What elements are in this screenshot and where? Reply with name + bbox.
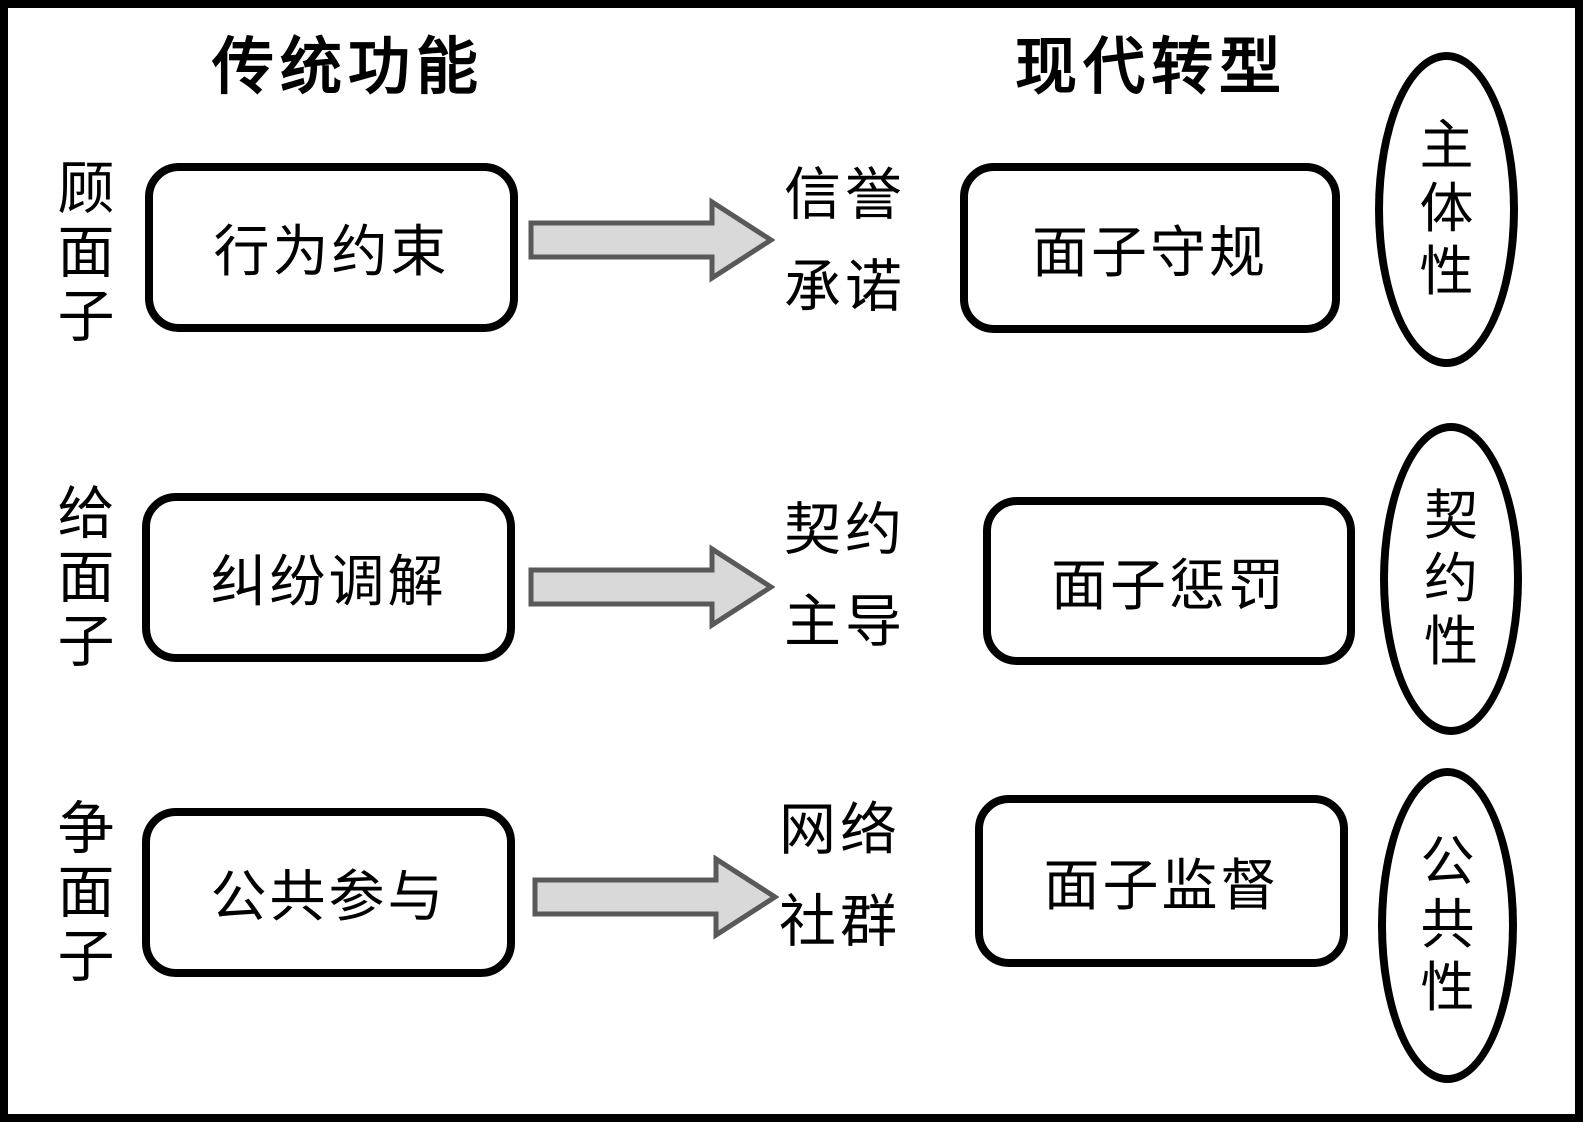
row3-target-box-label: 面子监督 bbox=[1043, 855, 1280, 918]
row1-mid-label-line1: 信誉 bbox=[784, 164, 906, 227]
row1-side-label: 顾面子 bbox=[57, 158, 115, 349]
row2-arrow-right-icon bbox=[528, 544, 775, 630]
row1-target-box-label: 面子守规 bbox=[1032, 222, 1268, 285]
row1-source-box: 行为约束 bbox=[145, 163, 518, 332]
row3-mid-label-line2: 社群 bbox=[779, 891, 901, 954]
row2-mid-label-line1: 契约 bbox=[784, 499, 906, 562]
row1-ellipse-label: 主体性 bbox=[1419, 116, 1474, 302]
row2-source-box-label: 纠纷调解 bbox=[210, 552, 447, 614]
column-header-traditional: 传统功能 bbox=[211, 33, 484, 102]
row3-mid-label-line1: 网络 bbox=[779, 799, 901, 862]
row3-source-box-label: 公共参与 bbox=[210, 867, 447, 929]
row1-mid-label-line2: 承诺 bbox=[784, 256, 906, 319]
row2-target-box: 面子惩罚 bbox=[983, 497, 1355, 665]
row3-side-label: 争面子 bbox=[57, 798, 115, 989]
row2-source-box: 纠纷调解 bbox=[142, 493, 515, 662]
row3-ellipse-badge: 公共性 bbox=[1378, 768, 1517, 1083]
row3-arrow-right-icon bbox=[532, 854, 779, 940]
row2-target-box-label: 面子惩罚 bbox=[1051, 555, 1287, 618]
row3-source-box: 公共参与 bbox=[142, 808, 515, 977]
row2-ellipse-badge: 契约性 bbox=[1380, 423, 1522, 735]
row1-ellipse-badge: 主体性 bbox=[1375, 52, 1518, 367]
row3-target-box: 面子监督 bbox=[975, 795, 1348, 967]
row2-side-label: 给面子 bbox=[57, 483, 115, 674]
row2-ellipse-label: 契约性 bbox=[1424, 485, 1478, 672]
row1-source-box-label: 行为约束 bbox=[213, 222, 450, 284]
row1-target-box: 面子守规 bbox=[960, 163, 1340, 333]
row2-mid-label-line2: 主导 bbox=[784, 591, 906, 654]
row3-ellipse-label: 公共性 bbox=[1420, 832, 1475, 1018]
column-header-modern: 现代转型 bbox=[1014, 33, 1287, 102]
row1-arrow-right-icon bbox=[528, 197, 775, 283]
